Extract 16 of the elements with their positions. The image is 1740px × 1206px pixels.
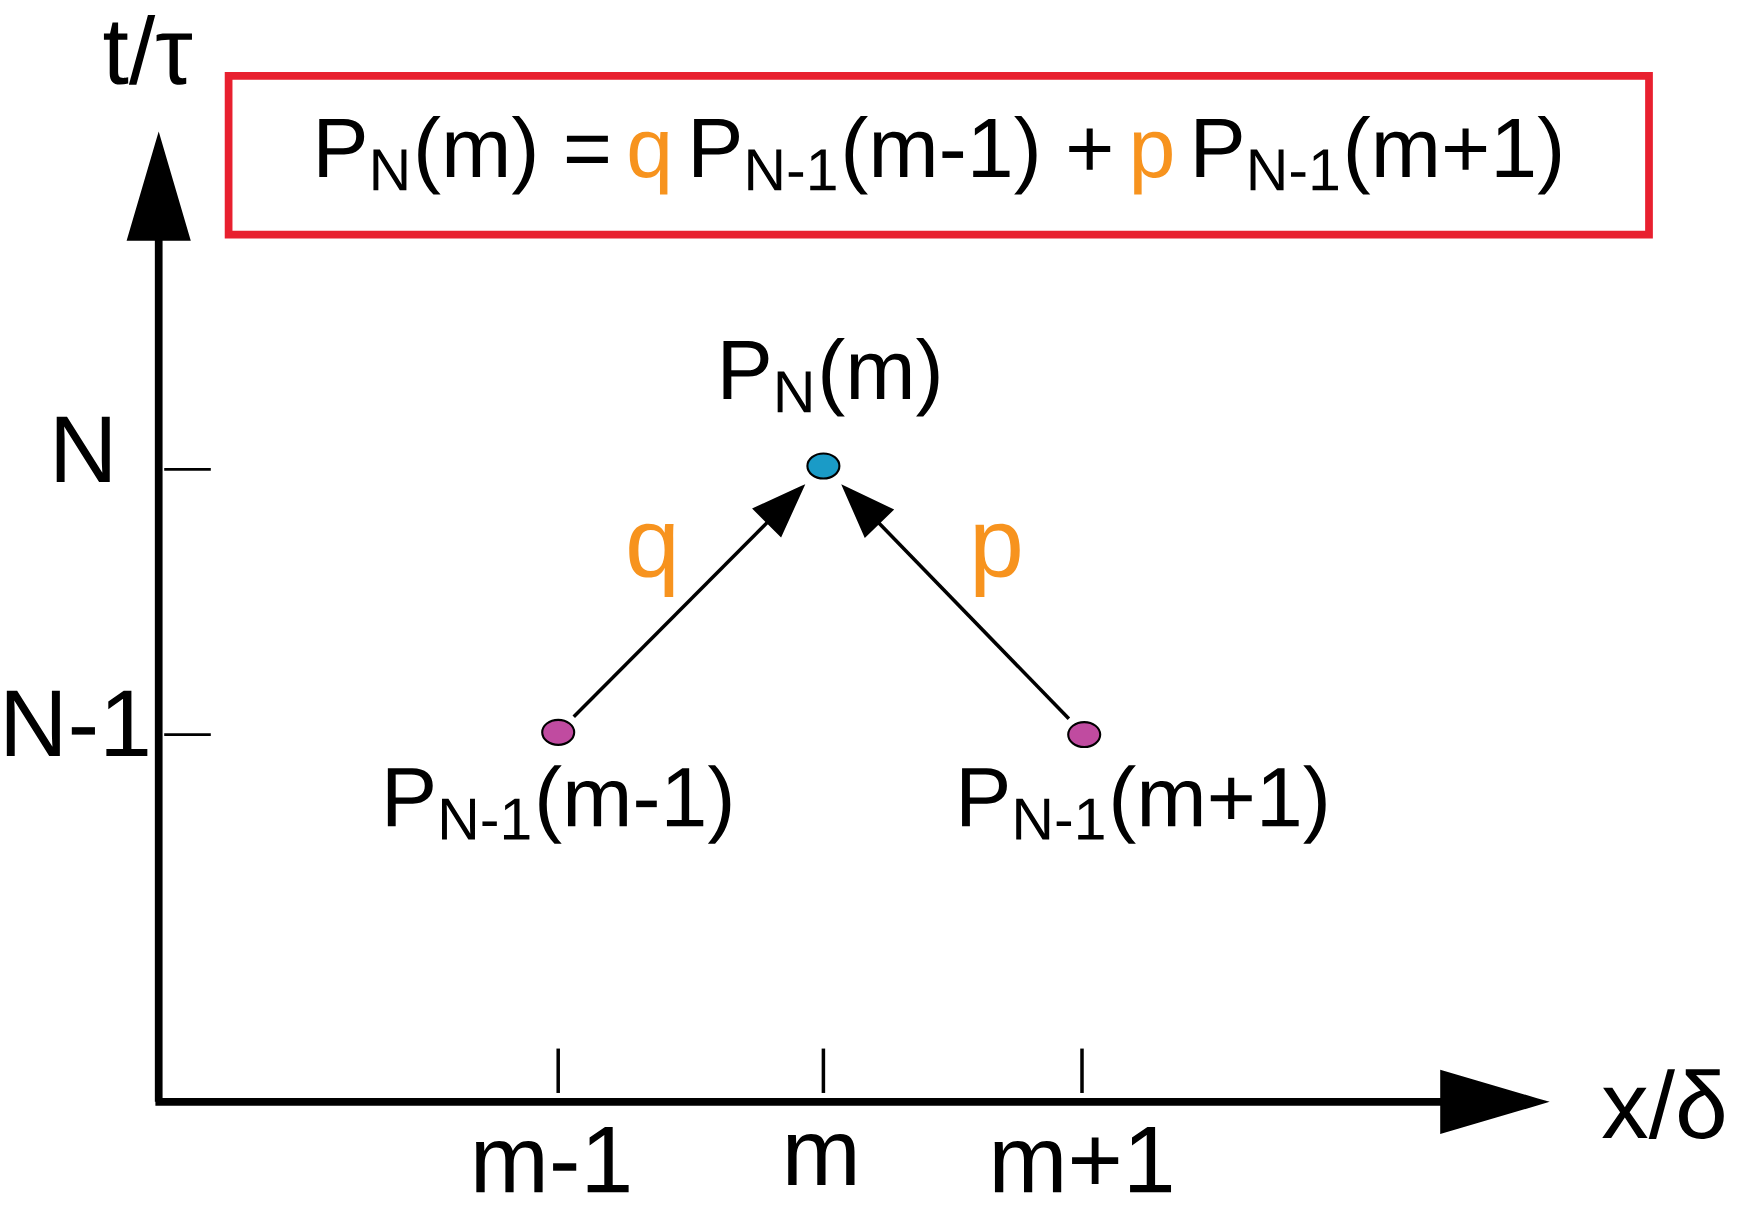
tick-label: m-1 [476, 1126, 629, 1193]
point-label: P$_{N-1}$(m-1) [387, 765, 731, 844]
tick-label: m+1 [994, 1126, 1172, 1193]
tick-label: m [787, 1133, 855, 1185]
axis-label: t/τ [103, 14, 192, 85]
point-dot [806, 452, 841, 480]
point-dot [541, 718, 576, 746]
tick-label: N [56, 416, 110, 482]
point-dot [1067, 720, 1102, 749]
point-label: P$_{N}$(m) [723, 337, 939, 417]
edge-label: p [975, 523, 1020, 597]
point-label: P$_{N-1}$(m+1) [962, 765, 1326, 844]
axis-label: x/δ [1602, 1069, 1724, 1139]
tick-label: N-1 [6, 690, 148, 757]
edge-label: q [629, 523, 674, 597]
equation-box: P$_{N}$(m) = q P$_{N-1}$(m-1) + p P$_{N-1}$(m+1) [224, 71, 1653, 239]
